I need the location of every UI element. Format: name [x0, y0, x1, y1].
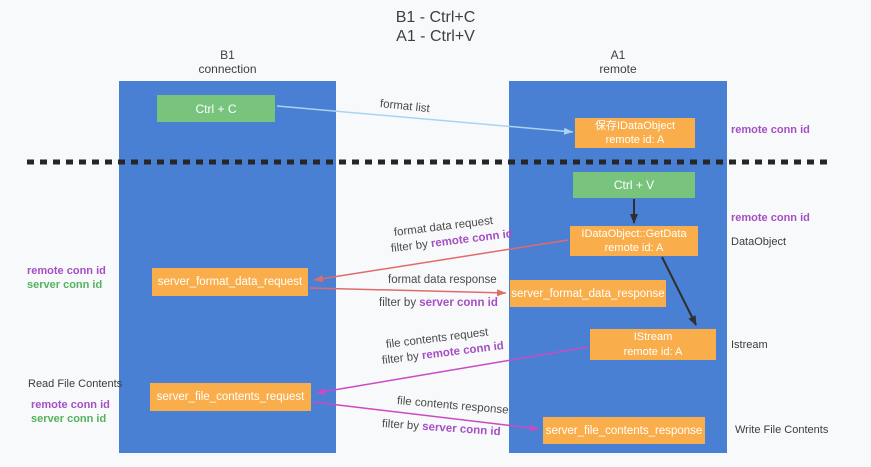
- label-file-contents-response: file contents response: [396, 395, 509, 417]
- annotation-remote-conn-id-mid-right: remote conn id: [731, 212, 810, 224]
- node-getdata-line2: remote id: A: [604, 242, 664, 254]
- filter-by-prefix-3: filter by: [381, 350, 423, 367]
- arrow-format-data-response: [309, 287, 507, 297]
- annotation-write-file-contents: Write File Contents: [735, 424, 829, 436]
- diagram-title: B1 - Ctrl+C A1 - Ctrl+V: [0, 8, 871, 46]
- title-line-1: B1 - Ctrl+C: [395, 9, 476, 26]
- node-ctrl-c: Ctrl + C: [157, 95, 275, 122]
- annotation-istream: Istream: [731, 339, 768, 351]
- lane-a1-subtitle: remote: [599, 62, 637, 76]
- node-save-idataobject-line1: 保存IDataObject: [594, 119, 676, 132]
- lane-header-a1: A1 remote: [509, 48, 727, 76]
- lane-b1-subtitle: connection: [198, 62, 257, 76]
- label-format-list: format list: [379, 98, 431, 116]
- node-istream: IStream remote id: A: [590, 329, 716, 360]
- node-server-file-contents-request: server_file_contents_request: [150, 383, 311, 411]
- label-format-data-response-filter: filter by server conn id: [379, 297, 498, 309]
- filter-by-prefix-1: filter by: [390, 238, 432, 255]
- filter-by-prefix-2: filter by: [379, 297, 420, 309]
- node-server-format-data-response: server_format_data_response: [510, 280, 666, 307]
- lane-header-b1: B1 connection: [119, 48, 336, 76]
- annotation-server-conn-id-mid-left: server conn id: [27, 279, 103, 291]
- node-server-format-data-request: server_format_data_request: [152, 268, 308, 296]
- node-ctrl-v: Ctrl + V: [573, 172, 695, 198]
- node-save-idataobject: 保存IDataObject remote id: A: [575, 118, 695, 148]
- annotation-read-file-contents: Read File Contents: [28, 378, 123, 390]
- node-idataobject-getdata: IDataObject::GetData remote id: A: [570, 226, 698, 256]
- annotation-remote-conn-id-mid-left: remote conn id: [27, 265, 106, 277]
- filter-by-value-4: server conn id: [421, 420, 502, 439]
- label-file-contents-response-filter: filter by server conn id: [382, 418, 501, 438]
- lane-b1-title: B1: [220, 48, 235, 62]
- title-line-2: A1 - Ctrl+V: [396, 28, 475, 45]
- annotation-server-conn-id-bottom-left: server conn id: [31, 413, 107, 425]
- lane-a1-title: A1: [610, 48, 626, 62]
- node-server-file-contents-response: server_file_contents_response: [543, 417, 705, 444]
- filter-by-prefix-4: filter by: [381, 418, 423, 433]
- annotation-remote-conn-id-top-right: remote conn id: [731, 124, 810, 136]
- node-istream-line1: IStream: [633, 331, 673, 344]
- annotation-remote-conn-id-bottom-left: remote conn id: [31, 399, 110, 411]
- node-save-idataobject-line2: remote id: A: [605, 134, 665, 146]
- node-getdata-line1: IDataObject::GetData: [581, 227, 687, 240]
- label-format-data-response: format data response: [388, 274, 497, 286]
- annotation-dataobject: DataObject: [731, 236, 787, 248]
- filter-by-value-2: server conn id: [419, 297, 498, 309]
- node-istream-line2: remote id: A: [623, 345, 683, 358]
